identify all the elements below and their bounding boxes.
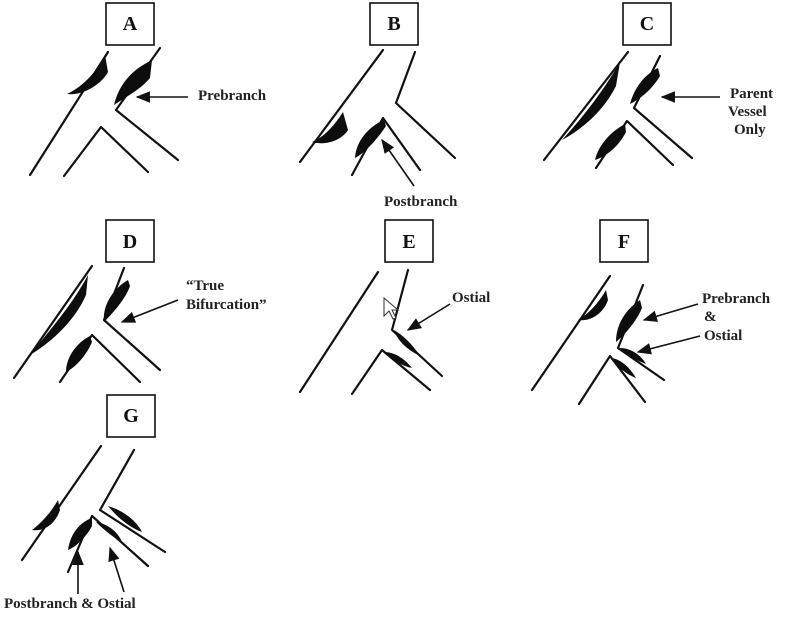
panel-f-arrow-upper [642, 303, 699, 322]
panel-f: F Prebranch & Ostial [530, 219, 771, 406]
panel-c-plaque-branch [595, 124, 626, 160]
panel-d-letter: D [123, 231, 137, 253]
panel-b-annotation: Postbranch [384, 194, 458, 210]
panel-e-label-box [384, 219, 434, 263]
panel-d-annotation-line1: “True [186, 278, 224, 294]
panel-f-plaque-ostial-lower [612, 358, 636, 378]
panel-a: A Prebranch [28, 2, 267, 178]
panel-c: C Parent Vessel Only [542, 2, 773, 170]
panel-d-plaque-branch [66, 336, 92, 372]
panel-d-label-box [105, 219, 155, 263]
panel-c-plaque-right [630, 68, 660, 104]
panel-b-plaque-left [312, 112, 348, 144]
panel-c-annotation-line3: Only [734, 122, 766, 138]
panel-c-annotation-line2: Vessel [728, 104, 767, 120]
panel-e: E Ostial [298, 219, 490, 396]
panel-b-arrow [381, 138, 415, 187]
panel-g-arrow-right [108, 546, 125, 593]
panel-b: B Postbranch [298, 2, 458, 210]
panel-g-annotation: Postbranch & Ostial [4, 596, 136, 612]
panel-f-annotation-line2: & [704, 309, 717, 325]
panel-f-arrow-lower [636, 335, 701, 355]
panel-b-label-box [369, 2, 419, 46]
panel-f-annotation-line3: Ostial [704, 328, 742, 344]
panel-e-plaque-upper [394, 330, 420, 356]
panel-d-arrow [120, 299, 179, 323]
panel-e-annotation: Ostial [452, 290, 490, 306]
panel-g: G Postbranch & Ostial [4, 394, 167, 612]
panel-f-plaque-right [616, 300, 642, 342]
panel-b-plaque-right [355, 120, 386, 158]
panel-f-label-box [599, 219, 649, 263]
panel-d-plaque-right [103, 280, 130, 322]
panel-e-plaque-lower [384, 352, 412, 368]
panel-g-plaque-right [108, 506, 142, 532]
panel-g-vessel [20, 444, 167, 574]
panel-g-plaque-left [32, 500, 60, 531]
panel-a-label-box [105, 2, 155, 46]
panel-e-vessel [298, 268, 444, 396]
panel-b-vessel [298, 48, 457, 177]
panel-d-annotation-line2: Bifurcation” [186, 297, 267, 313]
panel-a-plaque-left [67, 55, 108, 95]
panel-g-plaque-ostial [96, 522, 122, 542]
panel-f-plaque-left [578, 290, 608, 321]
panel-d: D “True Bifurcation” [12, 219, 267, 384]
panel-c-label-box [622, 2, 672, 46]
panel-c-letter: C [640, 13, 654, 35]
mouse-cursor-icon [383, 296, 400, 320]
panel-g-letter: G [123, 405, 139, 427]
panel-b-letter: B [387, 13, 400, 35]
panel-f-letter: F [618, 231, 630, 253]
panel-e-arrow [406, 303, 451, 331]
panel-c-annotation-line1: Parent [730, 86, 773, 102]
panel-g-plaque-postbranch [68, 518, 92, 550]
panel-g-label-box [106, 394, 156, 438]
panel-a-plaque-right [114, 60, 152, 105]
panel-a-letter: A [123, 13, 138, 35]
panel-e-letter: E [402, 231, 415, 253]
panel-a-annotation: Prebranch [198, 88, 267, 104]
panel-f-annotation-line1: Prebranch [702, 291, 771, 307]
panel-f-vessel [530, 274, 666, 406]
panel-f-plaque-ostial-upper [620, 348, 646, 364]
